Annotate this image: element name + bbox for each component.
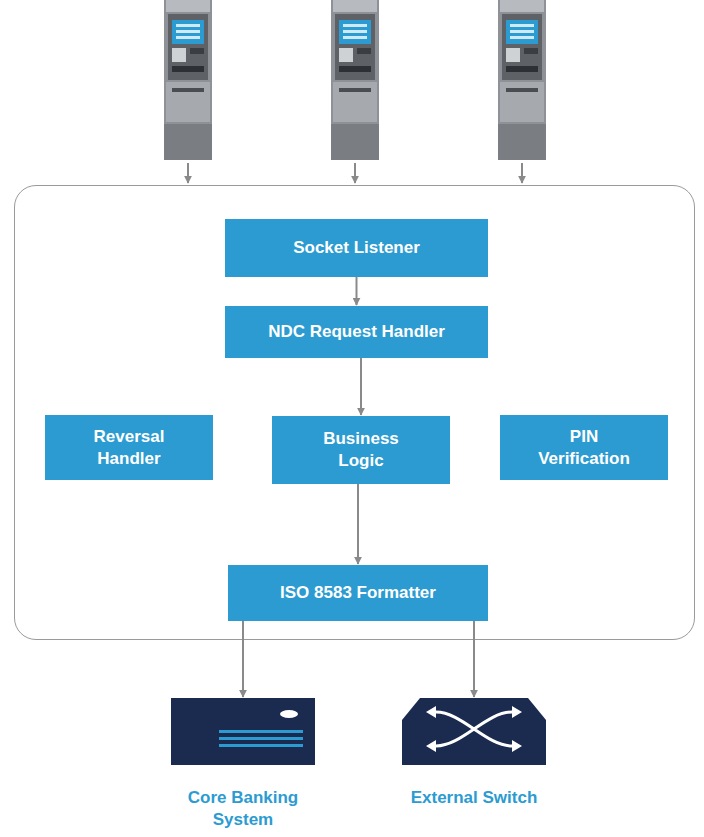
process-box: ISO 8583 Formatter: [228, 565, 488, 621]
box-label: NDC Request Handler: [268, 321, 445, 343]
server-node: Core Banking System: [163, 698, 323, 831]
process-box: Socket Listener: [225, 219, 488, 277]
node-label: Core Banking System: [168, 787, 318, 831]
process-box: Business Logic: [272, 416, 450, 484]
process-box: Reversal Handler: [45, 415, 213, 480]
box-label: Socket Listener: [293, 237, 420, 259]
box-label: ISO 8583 Formatter: [280, 582, 436, 604]
switch-node: External Switch: [394, 698, 554, 809]
process-box: NDC Request Handler: [225, 306, 488, 358]
box-label: PIN Verification: [524, 426, 644, 470]
box-label: Reversal Handler: [69, 426, 189, 470]
flow-arrow: [360, 358, 362, 415]
flow-arrow: [357, 484, 359, 564]
flow-arrow: [473, 621, 475, 697]
flow-arrow: [242, 621, 244, 697]
server-icon: [171, 698, 315, 765]
process-box: PIN Verification: [500, 415, 668, 480]
box-label: Business Logic: [306, 428, 416, 472]
node-label: External Switch: [411, 787, 538, 809]
switch-icon: [402, 698, 546, 765]
flow-arrow: [356, 277, 358, 305]
